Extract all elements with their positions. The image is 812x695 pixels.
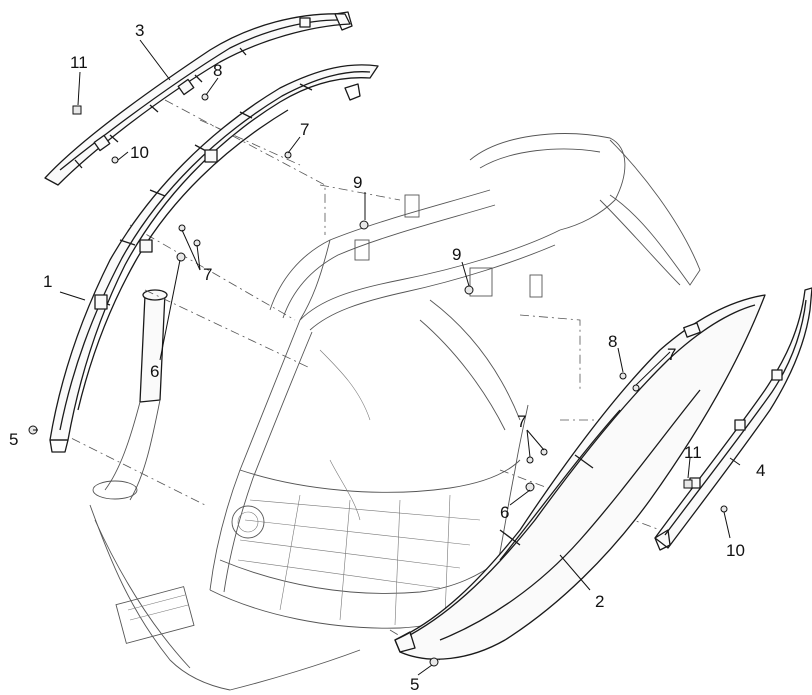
callout-1: 1	[43, 272, 52, 291]
part-4-right-rear-trim	[654, 287, 812, 551]
callout-5-left: 5	[9, 430, 18, 449]
callout-10-left: 10	[130, 143, 149, 162]
part-1-left-side-cover	[49, 64, 379, 453]
callout-labels: 1 2 3 4 5 5 6 6 7 7 7 7 8 8 9 9 10 10 11…	[9, 21, 765, 694]
hardware	[28, 93, 728, 667]
callout-11-right: 11	[684, 443, 702, 462]
callout-2: 2	[595, 592, 604, 611]
callout-8-top: 8	[213, 61, 222, 80]
callout-11-left: 11	[70, 53, 88, 72]
part-2-right-side-cover	[394, 294, 766, 660]
leader-lines	[33, 39, 741, 676]
callout-10-right: 10	[726, 541, 745, 560]
callout-3: 3	[135, 21, 144, 40]
callout-6-right: 6	[500, 503, 509, 522]
part-3-upper-left-trim	[44, 11, 353, 186]
callout-7-left: 7	[203, 265, 212, 284]
callout-7-right-mid: 7	[517, 412, 526, 431]
callout-4: 4	[756, 461, 765, 480]
callout-9-top: 9	[353, 173, 362, 192]
callout-5-bottom: 5	[410, 675, 419, 694]
callout-8-right: 8	[608, 332, 617, 351]
callout-6-left: 6	[150, 362, 159, 381]
callout-7-right-top: 7	[667, 345, 676, 364]
callout-9-mid: 9	[452, 245, 461, 264]
callout-7-top: 7	[300, 120, 309, 139]
scooter-frame	[89, 133, 701, 691]
assembly-lines	[54, 99, 661, 661]
